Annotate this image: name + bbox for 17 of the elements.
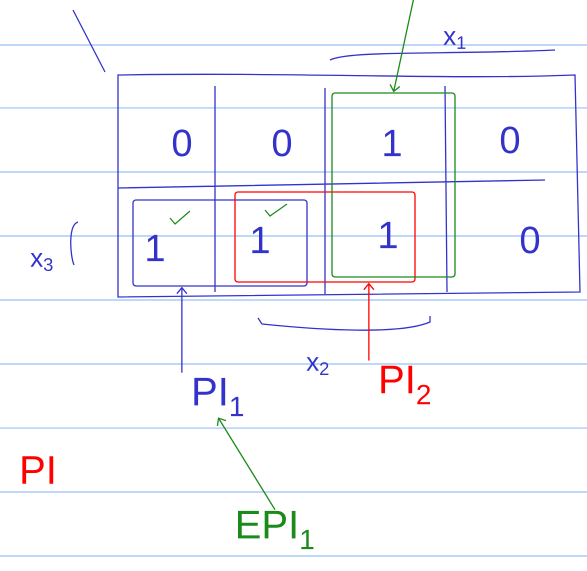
cell-value: 0 — [272, 130, 292, 156]
group-outline — [132, 199, 308, 287]
group-outline — [331, 92, 456, 278]
essential-prime-implicant-label: EPI$_{1}$ — [238, 510, 314, 550]
arrow — [390, 0, 414, 92]
cell-value: 0 — [172, 130, 192, 156]
arrow — [216, 417, 276, 510]
prime-implicant-label: PI$_{2}$ — [381, 366, 430, 404]
arrow — [176, 286, 188, 373]
prime-implicant-label: PI$_{1}$ — [194, 378, 244, 416]
prime-implicant-label: PI — [22, 456, 54, 484]
group-outline — [234, 191, 416, 283]
cell-value: 0 — [500, 126, 520, 154]
cell-value: 1 — [147, 234, 164, 262]
cell-value: 1 — [384, 130, 401, 156]
variable-label: x$_{3}$ — [30, 252, 52, 272]
arrow — [363, 282, 374, 361]
